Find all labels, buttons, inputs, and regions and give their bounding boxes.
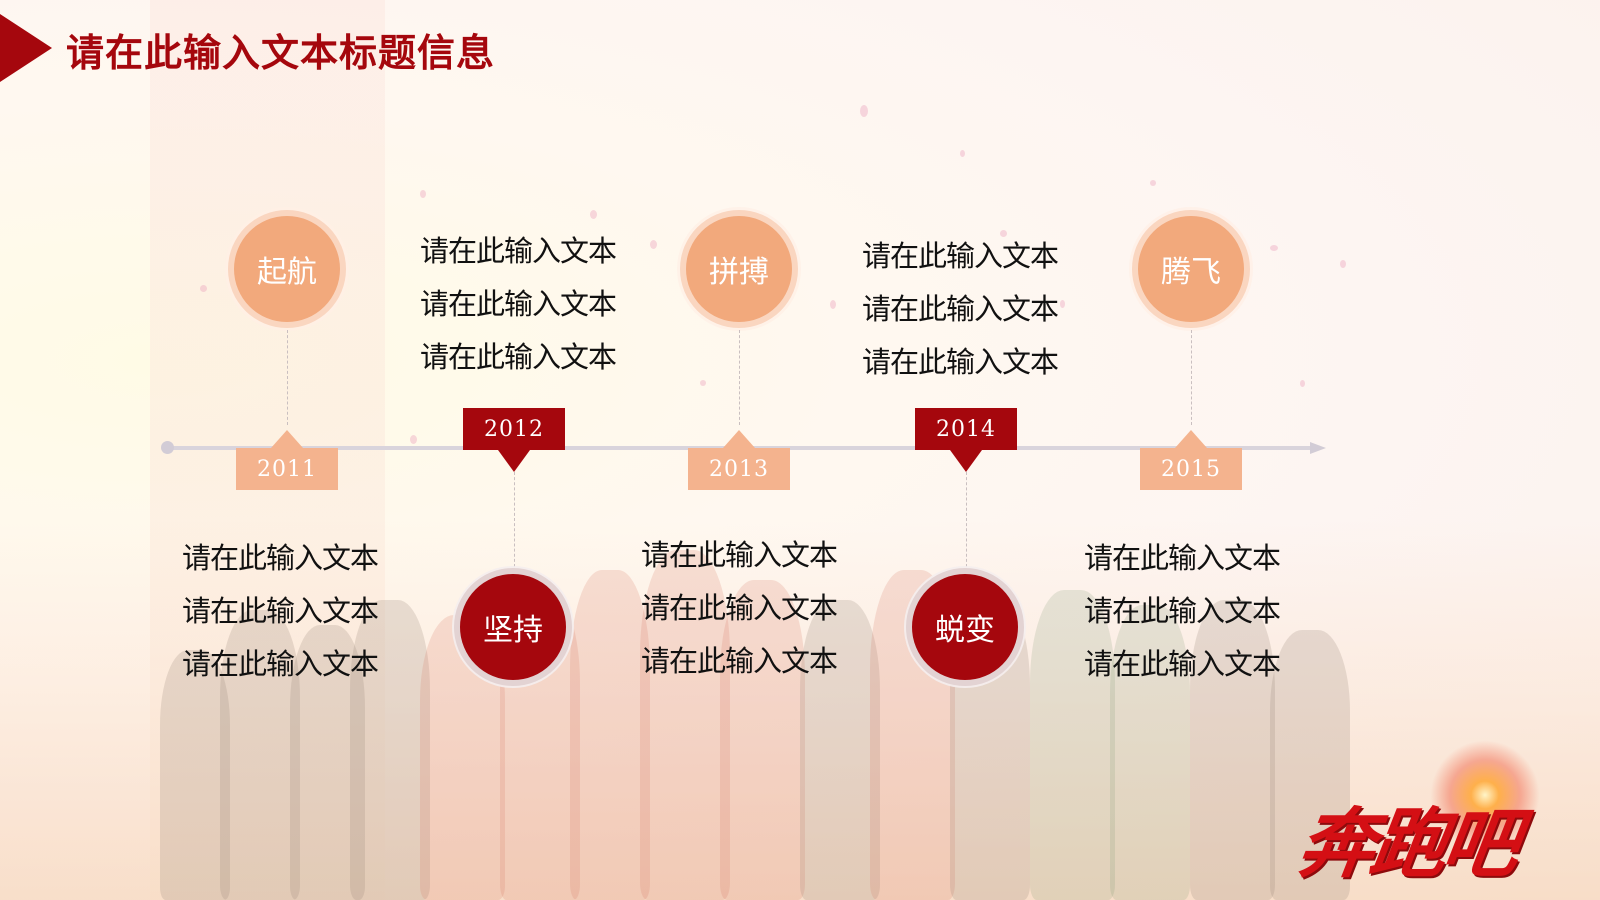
year-tag-2011: 2011 [236,430,338,490]
text-line: 请在此输入文本 [182,541,379,575]
text-line: 请在此输入文本 [641,644,838,678]
milestone-circle-2011[interactable]: 起航 [228,210,346,328]
milestone-circle-2014[interactable]: 蜕变 [906,568,1024,686]
text-block-2015[interactable]: 请在此输入文本 请在此输入文本 请在此输入文本 [1084,532,1281,691]
milestone-circle-2015[interactable]: 腾飞 [1132,210,1250,328]
background-gradient [0,520,1600,900]
text-line: 请在此输入文本 [182,647,379,681]
text-line: 请在此输入文本 [862,345,1059,379]
text-line: 请在此输入文本 [1084,594,1281,628]
year-tag-2013: 2013 [688,430,790,490]
text-line: 请在此输入文本 [641,591,838,625]
page-title: 请在此输入文本标题信息 [66,31,496,75]
milestone-circle-2013[interactable]: 拼搏 [680,210,798,328]
text-line: 请在此输入文本 [1084,541,1281,575]
text-block-2011[interactable]: 请在此输入文本 请在此输入文本 请在此输入文本 [182,532,379,691]
year-tag-2014: 2014 [915,408,1017,472]
timeline-start-dot [161,441,174,454]
text-block-2012[interactable]: 请在此输入文本 请在此输入文本 请在此输入文本 [420,225,617,384]
text-line: 请在此输入文本 [420,340,617,374]
title-arrow-icon [0,14,52,82]
connector-line [739,330,740,425]
connector-line [1191,330,1192,425]
text-line: 请在此输入文本 [641,538,838,572]
connector-line [966,472,967,567]
connector-line [287,330,288,425]
text-line: 请在此输入文本 [182,594,379,628]
logo-glow [1430,740,1540,850]
text-line: 请在此输入文本 [420,234,617,268]
milestone-circle-2012[interactable]: 坚持 [454,568,572,686]
text-block-2013[interactable]: 请在此输入文本 请在此输入文本 请在此输入文本 [641,529,838,688]
brand-logo: 奔跑吧 [1292,799,1522,888]
runner-silhouettes-image [150,530,1400,900]
connector-line [514,472,515,567]
text-line: 请在此输入文本 [1084,647,1281,681]
text-line: 请在此输入文本 [420,287,617,321]
text-block-2014[interactable]: 请在此输入文本 请在此输入文本 请在此输入文本 [862,230,1059,389]
text-line: 请在此输入文本 [862,292,1059,326]
text-line: 请在此输入文本 [862,239,1059,273]
year-tag-2012: 2012 [463,408,565,472]
year-tag-2015: 2015 [1140,430,1242,490]
timeline-arrow-icon [1310,442,1326,454]
